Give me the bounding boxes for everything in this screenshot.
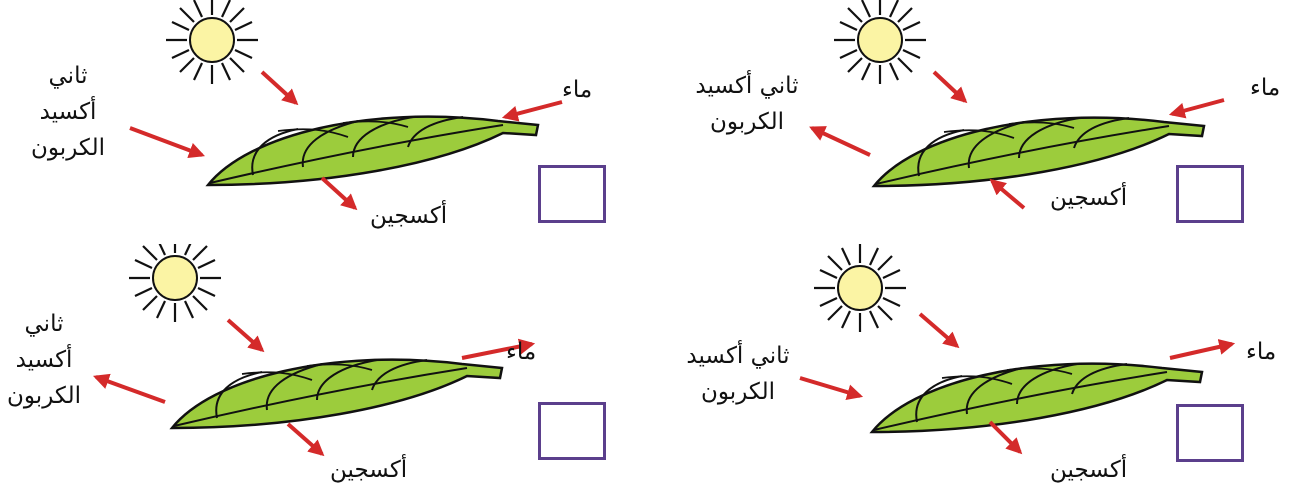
water-arrow-in [501, 100, 563, 122]
carbon-dioxide-arrow-in [799, 376, 864, 400]
water-arrow-out [461, 338, 536, 360]
oxygen-label: أكسجين [1050, 457, 1128, 483]
panel-bottom-left-drawing [92, 244, 536, 457]
oxygen-label: أكسجين [330, 457, 408, 483]
sunlight-arrow [932, 70, 968, 104]
leaf-icon [870, 362, 1204, 434]
carbon-dioxide-label-line: الكربون [31, 135, 105, 161]
carbon-dioxide-arrow-out [809, 126, 871, 157]
carbon-dioxide-label: ثاني أكسيد الكربون [692, 68, 802, 140]
sun-icon [164, 0, 260, 86]
water-arrow-in [1168, 98, 1225, 119]
panel-top-right-drawing [809, 0, 1225, 210]
water-label: ماء [1246, 339, 1277, 365]
carbon-dioxide-label-line: الكربون [7, 383, 81, 409]
carbon-dioxide-arrow-out [92, 373, 166, 404]
oxygen-arrow-out [320, 176, 358, 211]
oxygen-label: أكسجين [1050, 185, 1128, 211]
leaf-icon [872, 116, 1206, 188]
carbon-dioxide-label-line: أكسيد [39, 99, 97, 125]
carbon-dioxide-label: ثاني أكسيد الكربون [678, 338, 798, 410]
carbon-dioxide-label-line: ثاني [48, 63, 88, 89]
carbon-dioxide-label-line: الكربون [701, 379, 775, 405]
panel-top-left-drawing [129, 0, 563, 211]
carbon-dioxide-arrow-in [129, 126, 205, 158]
water-label: ماء [562, 77, 593, 103]
sun-icon [832, 0, 928, 86]
oxygen-arrow-out [286, 422, 325, 457]
oxygen-arrow-in [989, 178, 1026, 210]
water-label: ماء [1250, 75, 1281, 101]
carbon-dioxide-label-line: الكربون [710, 109, 784, 135]
oxygen-label: أكسجين [370, 203, 448, 229]
water-arrow-out [1169, 339, 1236, 360]
carbon-dioxide-label-line: ثاني أكسيد [695, 73, 799, 99]
leaf-icon [170, 358, 504, 430]
water-label: ماء [506, 339, 537, 365]
oxygen-arrow-out [988, 420, 1023, 455]
sunlight-arrow [918, 312, 960, 349]
carbon-dioxide-label-line: ثاني [24, 311, 64, 337]
panel-bottom-left: ماء ثاني أكسيد الكربون أكسجين [0, 244, 652, 488]
answer-box[interactable] [1176, 165, 1244, 223]
answer-box[interactable] [538, 402, 606, 460]
carbon-dioxide-label: ثاني أكسيد الكربون [0, 306, 88, 414]
panel-top-left: ماء ثاني أكسيد الكربون أكسجين [0, 0, 652, 244]
carbon-dioxide-label-line: أكسيد [15, 347, 73, 373]
carbon-dioxide-label-line: ثاني أكسيد [686, 343, 790, 369]
answer-box[interactable] [1176, 404, 1244, 462]
panel-top-right: ماء ثاني أكسيد الكربون أكسجين [652, 0, 1304, 244]
sunlight-arrow [226, 318, 265, 353]
panel-bottom-right-drawing [799, 244, 1236, 455]
leaf-icon [206, 115, 540, 187]
panel-bottom-right: ماء ثاني أكسيد الكربون أكسجين [652, 244, 1304, 488]
answer-box[interactable] [538, 165, 606, 223]
sun-icon [127, 244, 223, 324]
sunlight-arrow [260, 70, 299, 106]
sun-icon [812, 244, 908, 334]
carbon-dioxide-label: ثاني أكسيد الكربون [18, 58, 118, 166]
